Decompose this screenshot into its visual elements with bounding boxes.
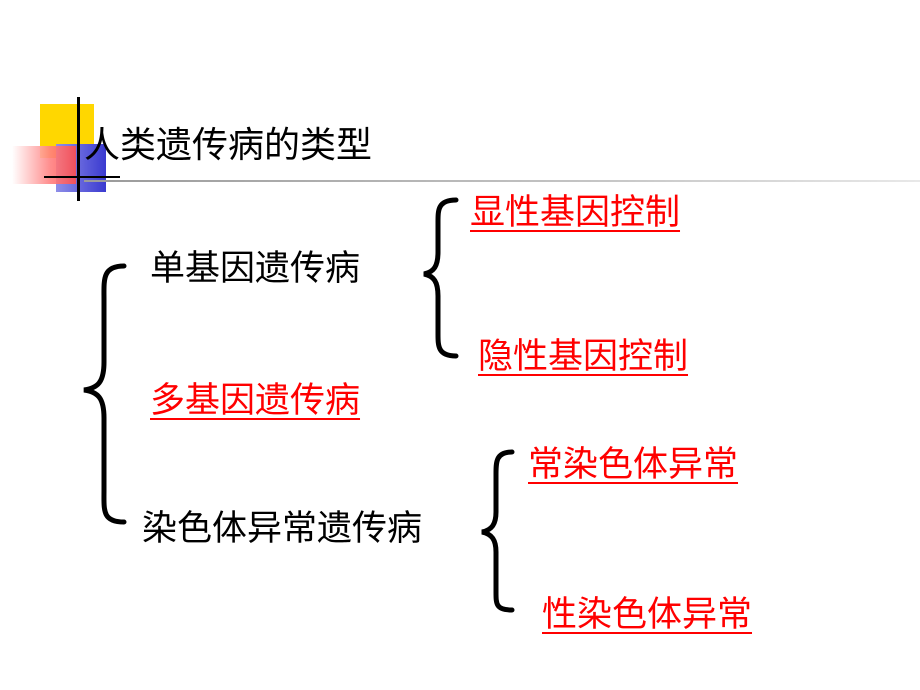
single-gene-brace (423, 197, 459, 359)
multi-gene-disease-label: 多基因遗传病 (150, 381, 361, 421)
chromosome-disease-label: 染色体异常遗传病 (142, 509, 423, 549)
sex-chromosome-abnormality-label: 性染色体异常 (542, 595, 753, 635)
chromosome-brace (481, 449, 515, 613)
single-gene-disease-label: 单基因遗传病 (150, 249, 361, 289)
dominant-gene-label: 显性基因控制 (470, 193, 681, 233)
autosome-abnormality-label: 常染色体异常 (528, 445, 739, 485)
recessive-gene-label: 隐性基因控制 (478, 337, 689, 377)
main-brace (83, 263, 127, 525)
title-underline (84, 180, 920, 182)
slide-title: 人类遗传病的类型 (84, 125, 373, 166)
